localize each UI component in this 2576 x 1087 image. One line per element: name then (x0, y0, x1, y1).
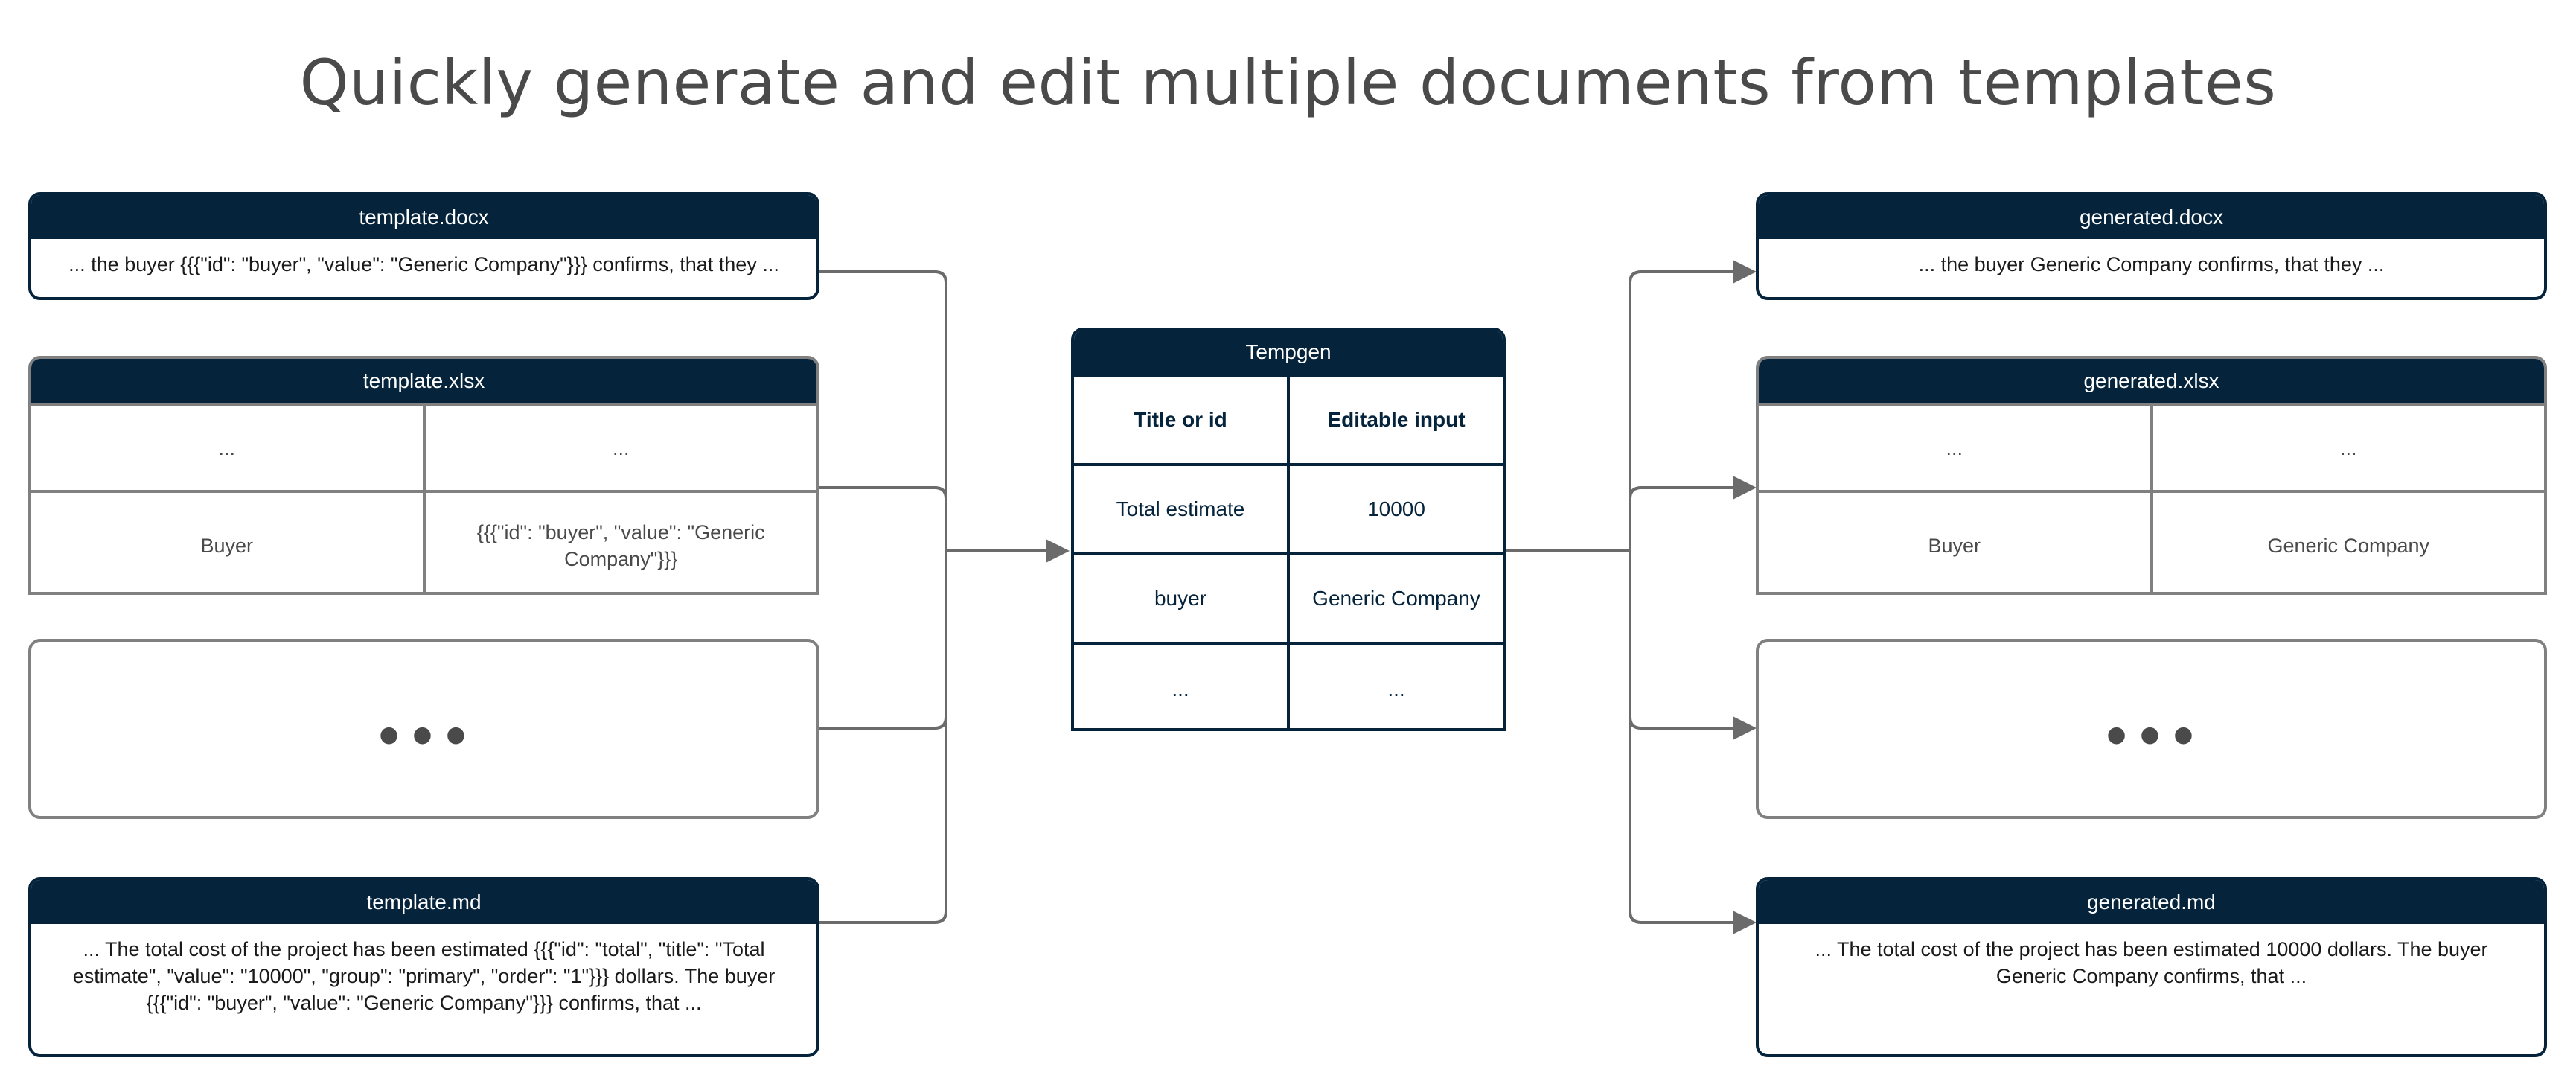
connector-template-docx (819, 270, 947, 553)
connector-template-more (819, 551, 947, 730)
template-docx-card: template.docx ... the buyer {{{"id": "bu… (28, 192, 819, 300)
field-title: buyer (1074, 555, 1290, 642)
table-cell: {{{"id": "buyer", "value": "Generic Comp… (476, 520, 765, 570)
table-row: Total estimate 10000 (1074, 463, 1503, 552)
template-docx-content: ... the buyer {{{"id": "buyer", "value":… (68, 253, 779, 275)
table-row: ... ... (31, 406, 816, 493)
generated-xlsx-header: generated.xlsx (1759, 359, 2544, 403)
template-md-content: ... The total cost of the project has be… (72, 938, 776, 1014)
table-row: ... ... (1074, 642, 1503, 728)
generated-md-content: ... The total cost of the project has be… (1815, 938, 2488, 987)
ellipsis-icon: ••• (374, 710, 474, 765)
field-input[interactable]: Generic Company (1312, 587, 1480, 610)
tempgen-header: Tempgen (1074, 331, 1503, 374)
table-row: Buyer {{{"id": "buyer", "value": "Generi… (31, 493, 816, 592)
generated-md-header: generated.md (1759, 880, 2544, 924)
template-xlsx-card: template.xlsx ... ... Buyer {{{"id": "bu… (28, 356, 819, 595)
tempgen-header-row: Title or id Editable input (1074, 374, 1503, 463)
column-header-title: Title or id (1074, 377, 1290, 463)
table-cell: Generic Company (2267, 534, 2430, 557)
table-row: ... ... (1759, 406, 2544, 493)
table-row: Buyer Generic Company (1759, 493, 2544, 592)
generated-docx-header: generated.docx (1759, 195, 2544, 239)
field-input[interactable]: 10000 (1367, 497, 1425, 520)
template-more-card: ••• (28, 639, 819, 819)
diagram-title: Quickly generate and edit multiple docum… (299, 46, 2277, 119)
generated-docx-content: ... the buyer Generic Company confirms, … (1918, 253, 2385, 275)
connector-generated-xlsx (1629, 476, 1757, 551)
table-cell: Buyer (31, 493, 426, 592)
template-xlsx-table: ... ... Buyer {{{"id": "buyer", "value":… (31, 403, 816, 592)
connector-generated-md (1629, 551, 1757, 934)
table-cell: ... (31, 406, 426, 490)
template-md-card: template.md ... The total cost of the pr… (28, 877, 819, 1057)
table-cell: ... (1759, 406, 2153, 490)
field-title: ... (1074, 645, 1290, 728)
column-header-input: Editable input (1327, 408, 1466, 431)
field-input[interactable]: ... (1387, 678, 1405, 701)
connector-template-xlsx (819, 486, 947, 551)
table-cell: ... (2339, 436, 2357, 459)
table-row: buyer Generic Company (1074, 552, 1503, 642)
generated-more-card: ••• (1756, 639, 2547, 819)
connector-template-md (819, 551, 947, 924)
generated-xlsx-card: generated.xlsx ... ... Buyer Generic Com… (1756, 356, 2547, 595)
template-md-header: template.md (31, 880, 816, 924)
table-cell: ... (612, 436, 630, 459)
connector-generated-docx (1629, 260, 1757, 551)
ellipsis-icon: ••• (2101, 710, 2202, 765)
field-title: Total estimate (1074, 466, 1290, 552)
generated-docx-card: generated.docx ... the buyer Generic Com… (1756, 192, 2547, 300)
tempgen-table: Tempgen Title or id Editable input Total… (1071, 328, 1506, 731)
connector-generated-more (1629, 551, 1757, 740)
template-docx-header: template.docx (31, 195, 816, 239)
generated-xlsx-table: ... ... Buyer Generic Company (1759, 403, 2544, 592)
table-cell: Buyer (1759, 493, 2153, 592)
template-xlsx-header: template.xlsx (31, 359, 816, 403)
generated-md-card: generated.md ... The total cost of the p… (1756, 877, 2547, 1057)
